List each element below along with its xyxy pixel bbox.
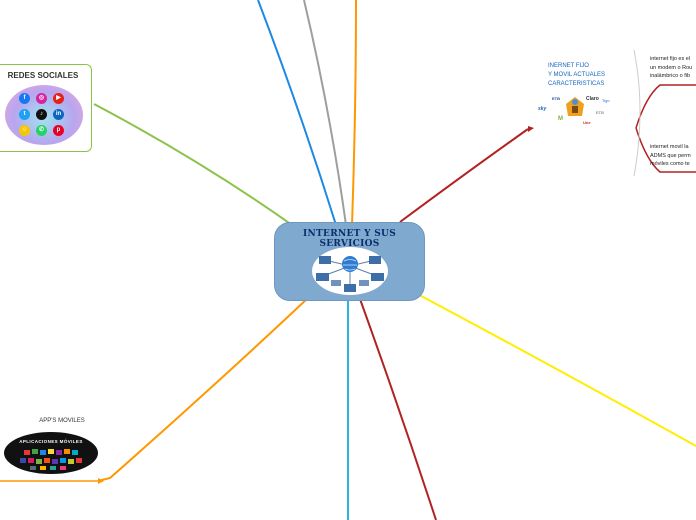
note-internet-movil[interactable]: internet movil la ADMS que perm móviles … bbox=[650, 143, 691, 169]
whatsapp-icon: ✆ bbox=[36, 125, 47, 136]
note-internet-fijo[interactable]: internet fijo es el un modem o Rou inalá… bbox=[650, 55, 692, 81]
note-fijo-line3: inalámbrico o fib bbox=[650, 73, 691, 79]
line-green-redes bbox=[93, 103, 293, 226]
line-blue-top bbox=[257, 0, 337, 226]
line-red-bracket-bottom bbox=[635, 127, 696, 173]
line-red-internet bbox=[399, 128, 529, 223]
facebook-icon: f bbox=[19, 93, 30, 104]
note-fijo-line1: internet fijo es el bbox=[650, 56, 691, 62]
internet-fijo-movil-title[interactable]: INERNET FIJO Y MOVIL ACTUALES CARACTERIS… bbox=[548, 62, 618, 89]
central-topic[interactable]: INTERNET Y SUS SERVICIOS bbox=[274, 222, 425, 301]
linkedin-icon: in bbox=[53, 109, 64, 120]
bracket-connector bbox=[633, 50, 641, 176]
line-darkred-bottom bbox=[359, 298, 437, 520]
line-orange-apps bbox=[97, 297, 309, 482]
instagram-icon: ◎ bbox=[36, 93, 47, 104]
snapchat-icon: ☺ bbox=[19, 125, 30, 136]
note-fijo-line2: un modem o Rou bbox=[650, 64, 693, 71]
youtube-icon: ▶ bbox=[53, 93, 64, 104]
social-icons-image: f ◎ ▶ t ♪ in ☺ ✆ p bbox=[5, 85, 83, 145]
svg-text:Claro: Claro bbox=[586, 96, 599, 102]
svg-text:Tigo: Tigo bbox=[602, 98, 610, 103]
twitter-icon: t bbox=[19, 109, 30, 120]
central-title: INTERNET Y SUS SERVICIOS bbox=[303, 229, 396, 249]
pinterest-icon: p bbox=[53, 125, 64, 136]
network-globe-icon bbox=[312, 247, 388, 295]
svg-text:ETB: ETB bbox=[552, 96, 560, 101]
redes-sociales-node[interactable]: REDES SOCIALES f ◎ ▶ t ♪ in ☺ ✆ p bbox=[0, 64, 92, 152]
app-icons-grid bbox=[20, 449, 82, 470]
line-red-bracket-top bbox=[635, 84, 696, 129]
redes-sociales-title: REDES SOCIALES bbox=[7, 71, 79, 80]
line-gray-top bbox=[303, 0, 347, 226]
internet-title-line1: INERNET FIJO bbox=[548, 63, 589, 69]
note-movil-line3: móviles como te bbox=[650, 161, 690, 167]
arrow-orange-apps bbox=[98, 478, 104, 484]
svg-text:Une: Une bbox=[583, 120, 591, 125]
tiktok-icon: ♪ bbox=[36, 109, 47, 120]
svg-text:M: M bbox=[558, 116, 563, 122]
note-movil-line2: ADMS que perm bbox=[650, 152, 691, 159]
svg-text:sky: sky bbox=[538, 106, 547, 112]
apps-image-label: APLICACIONES MÓVILES bbox=[19, 439, 83, 444]
svg-text:ETB: ETB bbox=[596, 110, 604, 115]
apps-moviles-image: APLICACIONES MÓVILES bbox=[4, 432, 98, 474]
line-orange-top bbox=[351, 0, 357, 226]
internet-title-line2: Y MOVIL ACTUALES bbox=[548, 72, 606, 78]
isp-logos-image: ETB Claro Tigo sky ETB M Une bbox=[538, 96, 610, 125]
apps-moviles-title[interactable]: APP'S MOVILES bbox=[39, 418, 85, 424]
note-movil-line1: internet movil la bbox=[650, 144, 689, 150]
arrow-red-internet bbox=[528, 126, 534, 132]
internet-title-line3: CARACTERISTICAS bbox=[548, 81, 605, 87]
line-yellow-right bbox=[409, 289, 696, 447]
